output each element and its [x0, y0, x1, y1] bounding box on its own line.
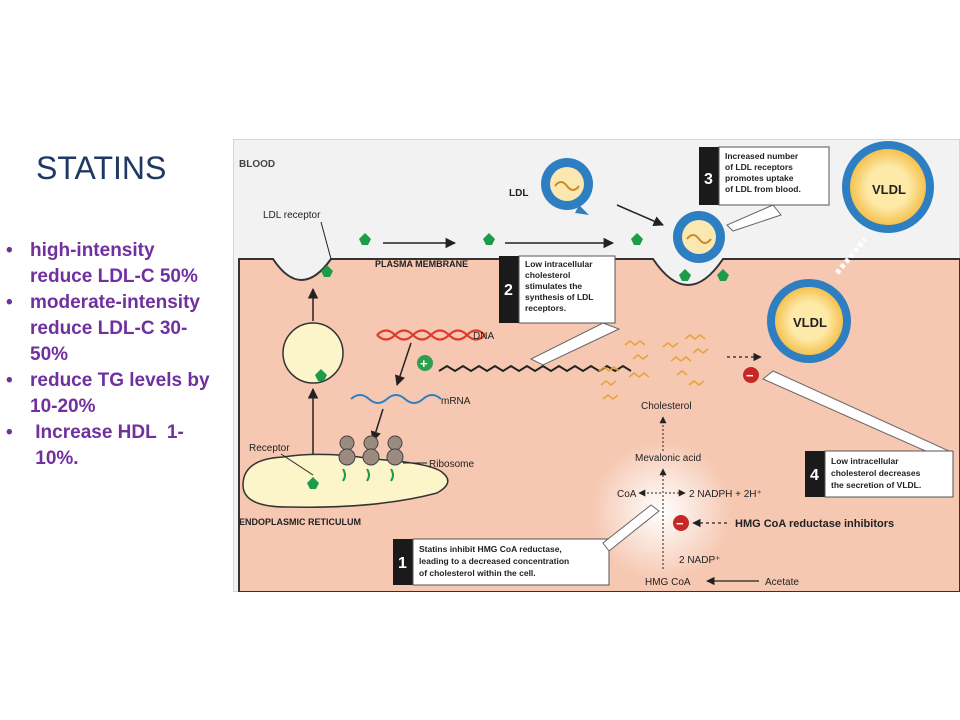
hmg-coa-label: HMG CoA: [645, 577, 691, 588]
step-3-line: of LDL receptors: [725, 162, 793, 172]
step-4-callout: 4 Low intracellular cholesterol decrease…: [805, 450, 954, 498]
bullet-line: Increase HDL 1-: [30, 422, 184, 443]
ldl-receptor-icon: [679, 269, 691, 281]
mevalonic-label: Mevalonic acid: [635, 453, 701, 464]
ldl-uptake-arrow: [616, 204, 664, 227]
ldl-particle: [541, 158, 593, 215]
er-receptor-icon: [307, 477, 319, 489]
mrna-strand: [350, 394, 442, 404]
bullet-line: 10-20%: [30, 396, 96, 417]
bullet-marker: •: [6, 292, 13, 313]
mrna-to-ribosome-arrow: [370, 408, 384, 443]
stimulate-icon: +: [417, 355, 433, 371]
coa-label: CoA: [617, 489, 637, 500]
vldl-inhibit-icon: −: [743, 367, 759, 383]
bullet-marker: •: [6, 422, 13, 443]
dna-label: DNA: [473, 331, 494, 342]
step-2-number: 2: [504, 282, 513, 299]
step-3-callout: 3 Increased number of LDL receptors prom…: [699, 146, 830, 232]
dna-helix: [376, 329, 486, 341]
vesicle-receptor-icon: [315, 369, 327, 381]
svg-text:Statins inhibit HMG CoA reduct: Statins inhibit HMG CoA reductase, leadi…: [419, 544, 572, 578]
receptor-label: Receptor: [249, 443, 290, 454]
step-3-line: Increased number: [725, 151, 799, 161]
vldl-secreted: VLDL: [842, 141, 934, 233]
blood-label: BLOOD: [239, 159, 275, 170]
step-4-number: 4: [810, 467, 819, 484]
step-2-line: synthesis of LDL: [525, 292, 593, 302]
step-1-line: Statins inhibit HMG CoA reductase,: [419, 544, 562, 554]
svg-text:Increased number of LDL: Increased number of LDL receptors promot…: [725, 151, 801, 194]
bullet-line: reduce TG levels by: [30, 370, 210, 391]
transport-vesicle: [282, 322, 344, 384]
nadph-label: 2 NADPH + 2H⁺: [689, 489, 762, 500]
ldl-receptor-icon: [483, 233, 495, 245]
nadp-label: 2 NADP⁺: [679, 555, 720, 566]
bullet-line: 10%.: [30, 448, 79, 469]
step-2-line: stimulates the: [525, 281, 582, 291]
bullet-line: moderate-intensity: [30, 292, 200, 313]
svg-text:Low intracellular choles: Low intracellular cholesterol decreases …: [831, 456, 923, 490]
hmg-inhibit-sign: −: [676, 516, 684, 531]
ldl-receptor-pointer: [320, 221, 332, 260]
acetate-label: Acetate: [765, 577, 799, 588]
ribosomes: [338, 435, 404, 482]
receptor-pointer: [280, 453, 314, 476]
step-1-line: leading to a decreased concentration: [419, 556, 569, 566]
plasma-membrane-label: PLASMA MEMBRANE: [375, 259, 468, 269]
bullet-item: • reduce TG levels by 10-20%: [6, 368, 228, 420]
step-1-line: of cholesterol within the cell.: [419, 568, 536, 578]
dna-to-mrna-arrow: [395, 342, 412, 386]
step-2-line: Low intracellular: [525, 259, 593, 269]
ldl-receptor-icon: [321, 265, 333, 277]
mrna-label: mRNA: [441, 396, 471, 407]
cholesterol-label: Cholesterol: [641, 401, 692, 412]
er-label: ENDOPLASMIC RETICULUM: [239, 517, 361, 527]
step-2-line: receptors.: [525, 303, 566, 313]
svg-text:Low intracellular choles: Low intracellular cholesterol stimulates…: [525, 259, 596, 313]
ldl-receptor-icon: [717, 269, 729, 281]
bullet-line: high-intensity: [30, 240, 155, 261]
step-1-pointer: [602, 504, 660, 552]
ldl-label: LDL: [509, 188, 528, 199]
step-1-number: 1: [398, 555, 407, 572]
bullet-marker: •: [6, 370, 13, 391]
hmg-inhibit-icon: −: [673, 515, 689, 531]
step-3-number: 3: [704, 171, 713, 188]
vldl-top-label: VLDL: [872, 182, 906, 197]
bullet-line: reduce LDL-C 30-: [30, 318, 188, 339]
ldl-receptor-label: LDL receptor: [263, 210, 321, 221]
ldl-receptor-icon: [631, 233, 643, 245]
step-4-line: Low intracellular: [831, 456, 899, 466]
ribosome-label: Ribosome: [429, 459, 474, 470]
ldl-receptor-icon: [359, 233, 371, 245]
slide-title: STATINS: [36, 150, 167, 186]
step-2-callout: 2 Low intracellular cholesterol stimulat…: [499, 255, 621, 366]
cholesterol-molecules: [598, 333, 709, 401]
step-2-line: cholesterol: [525, 270, 570, 280]
hmg-inhibitors-label: HMG CoA reductase inhibitors: [735, 518, 894, 530]
vldl-secretion-arrow: [835, 237, 867, 275]
pathway-glow: [591, 441, 731, 581]
statin-mechanism-diagram: BLOOD LDL receptor PLASMA MEMBRANE LDL 3…: [233, 139, 960, 592]
bullet-marker: •: [6, 240, 13, 261]
bullet-line: reduce LDL-C 50%: [30, 266, 198, 287]
step-3-line: promotes uptake: [725, 173, 794, 183]
bullet-list: • high-intensity reduce LDL-C 50% • moderat…: [6, 238, 228, 472]
step-3-pointer: [726, 204, 782, 232]
vldl-mid-label: VLDL: [793, 315, 827, 330]
stimulate-sign: +: [420, 356, 428, 371]
step-4-line: cholesterol decreases: [831, 468, 921, 478]
step-3-line: of LDL from blood.: [725, 184, 801, 194]
step-1-callout: 1 Statins inhibit HMG CoA reductase, lea…: [393, 504, 660, 586]
bullet-line: 50%: [30, 344, 69, 365]
bullet-item: • moderate-intensity reduce LDL-C 30- 50%: [6, 290, 228, 368]
vldl-inhibit-sign: −: [746, 368, 754, 383]
vldl-intracellular: VLDL: [767, 279, 851, 363]
bullet-item: • Increase HDL 1- 10%.: [6, 420, 228, 472]
step-4-line: the secretion of VLDL.: [831, 480, 921, 490]
ldl-bound-particle: [673, 211, 725, 263]
bullet-item: • high-intensity reduce LDL-C 50%: [6, 238, 228, 290]
